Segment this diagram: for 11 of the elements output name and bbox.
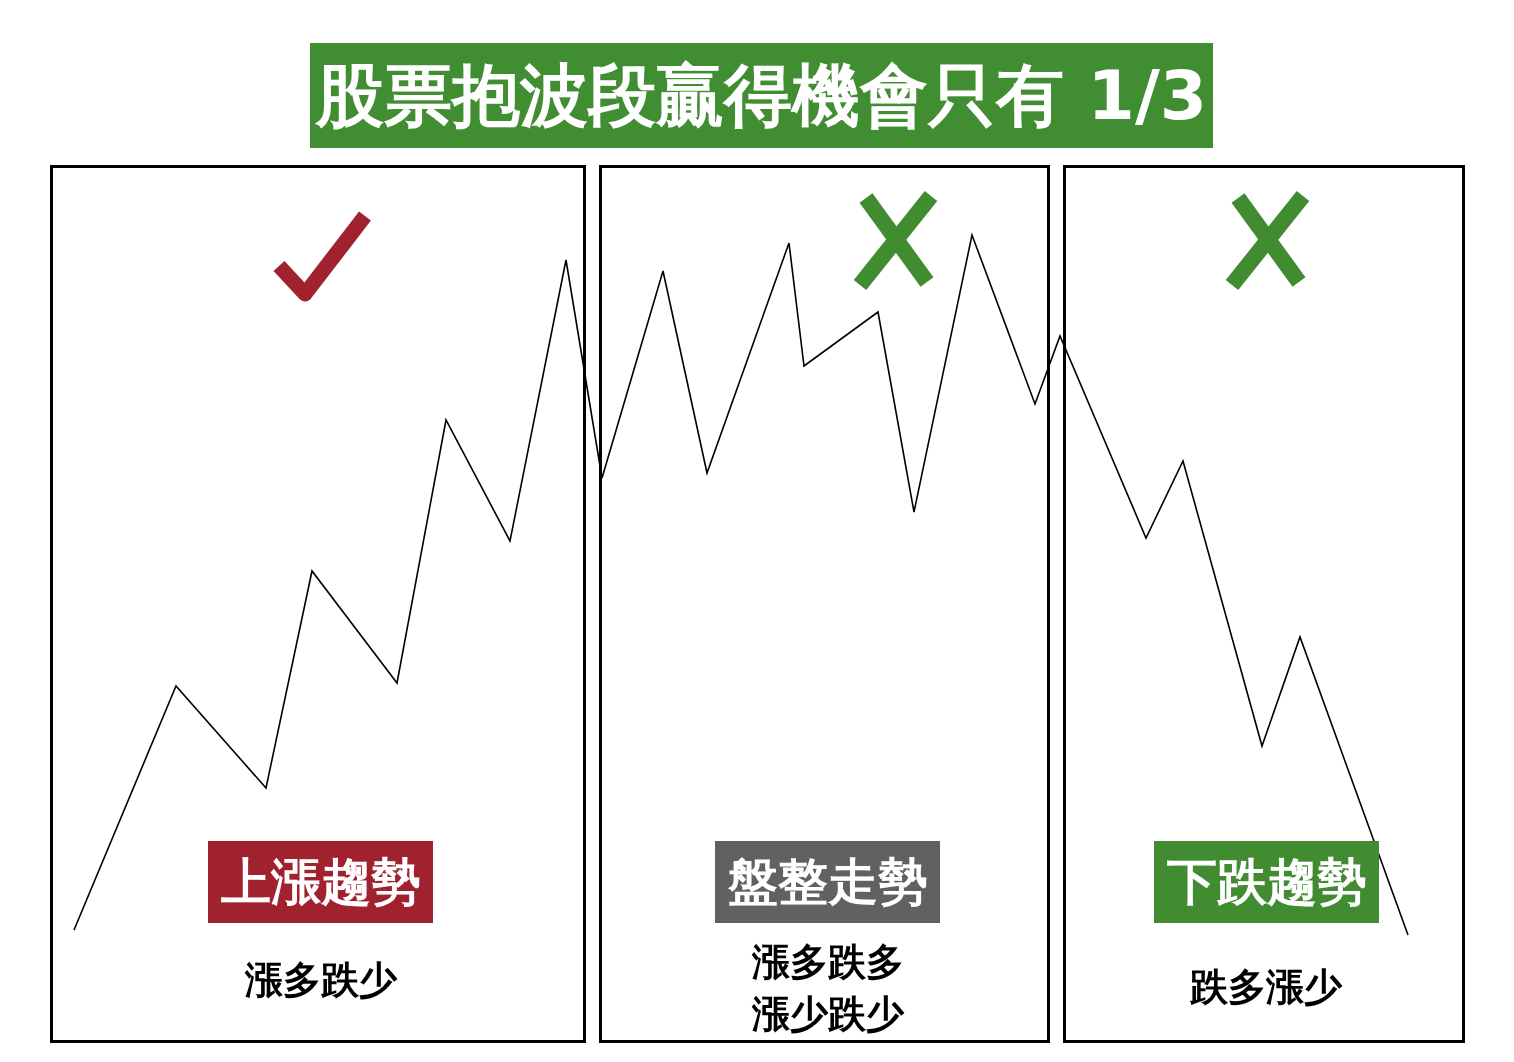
caption-text: 漲多跌多	[752, 942, 904, 984]
trend-label: 下跌趨勢	[1154, 841, 1379, 923]
trend-label: 上漲趨勢	[208, 841, 433, 923]
panel	[1063, 165, 1465, 1043]
caption-text: 漲少跌少	[752, 994, 904, 1036]
caption-text: 漲多跌少	[245, 960, 397, 1002]
trend-label: 盤整走勢	[715, 841, 940, 923]
caption-text: 跌多漲少	[1190, 967, 1342, 1009]
title-banner: 股票抱波段贏得機會只有 1/3	[310, 43, 1213, 148]
panel	[50, 165, 586, 1043]
panel	[599, 165, 1050, 1043]
